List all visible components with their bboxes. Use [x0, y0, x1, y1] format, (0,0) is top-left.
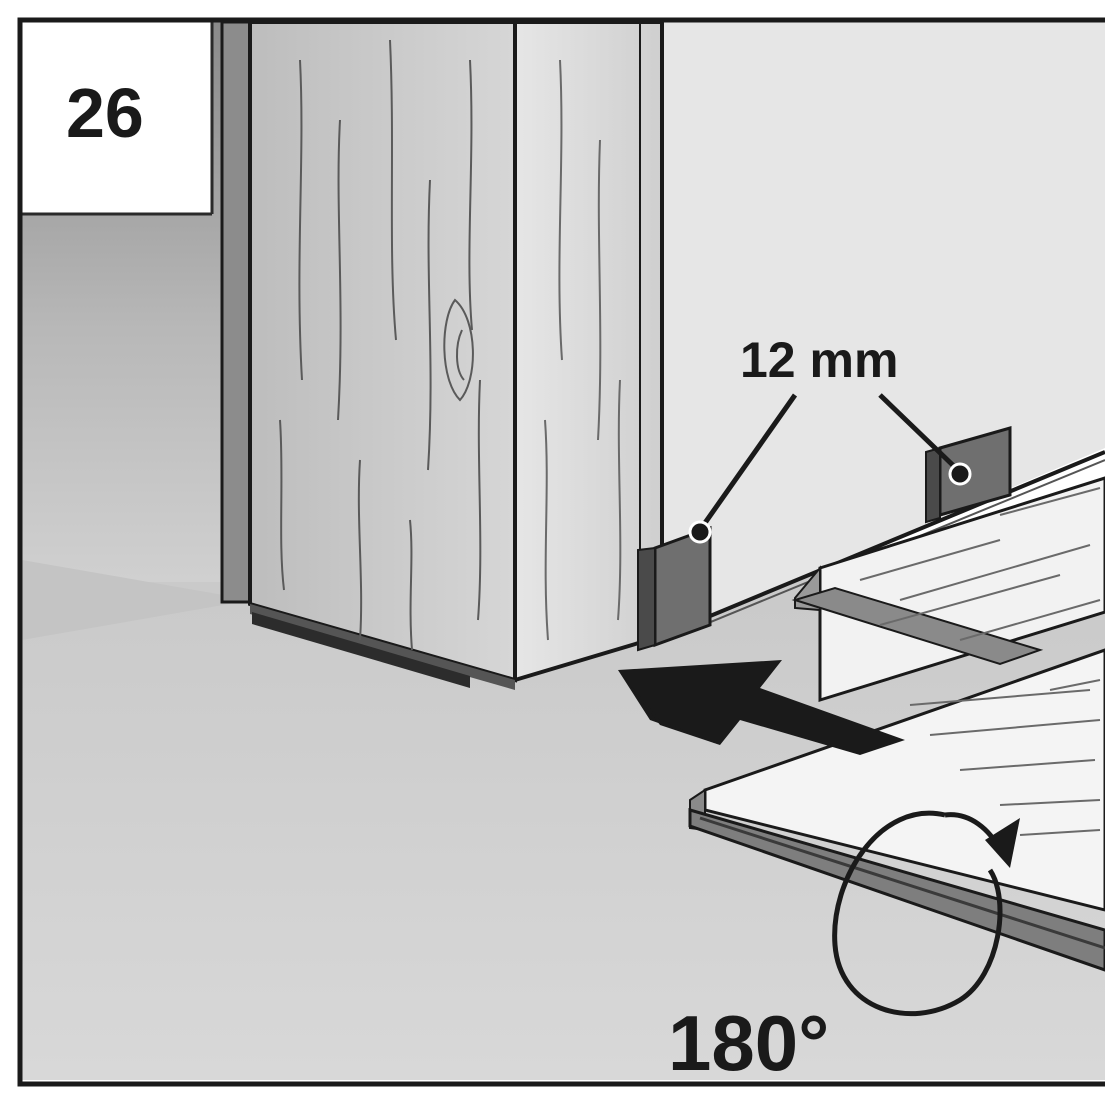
laid-planks	[791, 476, 1105, 703]
rotation-arrowhead	[985, 818, 1020, 868]
door-frame	[220, 20, 664, 690]
spacer-gap-label: 12 mm	[740, 332, 899, 388]
wood-grain	[279, 39, 482, 651]
spacer-right	[925, 426, 1012, 524]
panel-border	[17, 17, 1105, 1087]
rotation-label: 180°	[668, 999, 830, 1087]
push-direction-arrow	[618, 660, 905, 755]
leader-dot-right	[948, 462, 972, 486]
spacer-leaders	[697, 393, 962, 532]
step-number-box	[22, 22, 214, 216]
spacer-left	[637, 525, 712, 652]
step-number: 26	[66, 74, 144, 152]
leader-dot-left	[688, 520, 712, 544]
